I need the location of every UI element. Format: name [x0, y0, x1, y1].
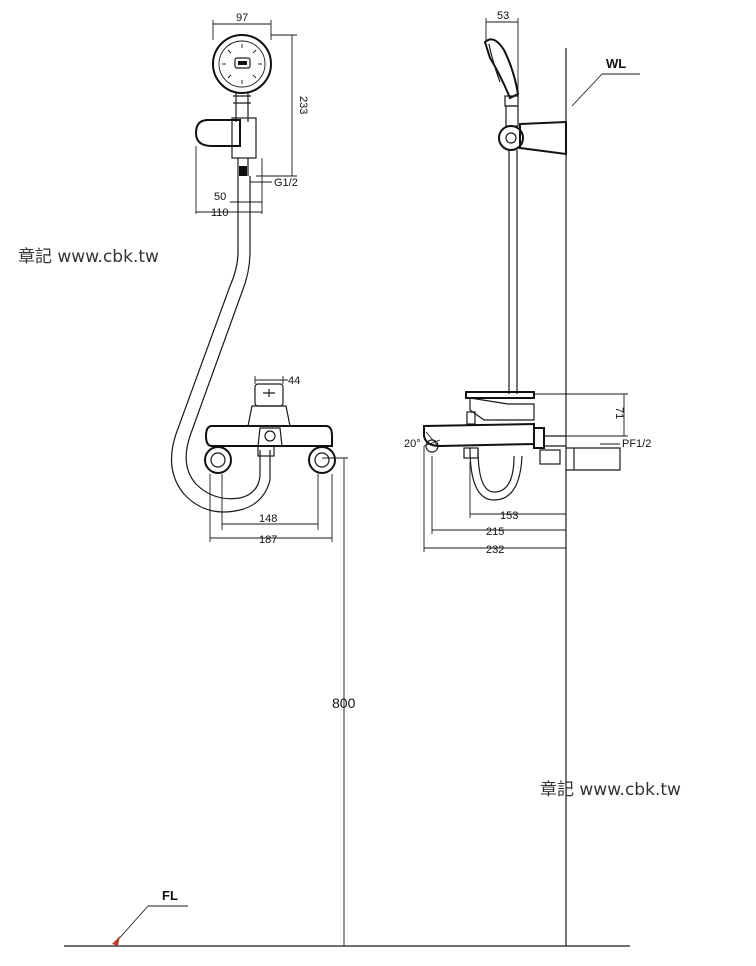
dim-valve-width: 44	[288, 375, 300, 387]
wall-holder	[194, 117, 257, 176]
shower-head-side	[483, 38, 520, 127]
side-view: 53 71 20° PF1/2 153 215 232 WL	[404, 10, 651, 946]
watermark-top: 章記 www.cbk.tw	[18, 247, 159, 267]
slide-bracket-side	[498, 120, 567, 156]
dim-depth-232: 232	[486, 544, 504, 556]
dim-connector-thread: G1/2	[274, 177, 298, 189]
dim-holder-offset: 50	[214, 191, 226, 203]
front-dimension-lines	[195, 20, 348, 946]
dim-side-head-width: 53	[497, 10, 509, 22]
fl-leader	[115, 905, 149, 943]
mixer-body-front	[204, 383, 336, 474]
wall-line-label: WL	[606, 56, 626, 71]
dim-inlet-spacing: 148	[259, 513, 277, 525]
side-dimension-lines	[423, 18, 628, 552]
dim-body-width: 187	[259, 534, 277, 546]
dim-depth-153: 153	[500, 510, 518, 522]
wl-leader	[571, 73, 603, 107]
shower-head	[212, 34, 272, 122]
dim-head-width: 97	[236, 12, 248, 24]
mixer-body-side	[423, 391, 621, 501]
dim-holder-depth: 110	[211, 207, 229, 219]
fl-marker-icon	[112, 936, 120, 946]
dim-depth-215: 215	[486, 526, 504, 538]
floor-line-label: FL	[162, 888, 178, 903]
dim-side-height: 71	[613, 407, 625, 419]
dim-spout-angle: 20°	[404, 438, 421, 450]
dim-inlet-thread: PF1/2	[622, 438, 651, 450]
dim-head-height: 233	[297, 96, 309, 114]
dim-mount-height: 800	[332, 695, 356, 711]
front-view: 97 233 G1/2 50 110 44 148 187 800	[170, 12, 356, 946]
watermark-bottom: 章記 www.cbk.tw	[540, 780, 681, 800]
floor: FL	[64, 888, 630, 947]
